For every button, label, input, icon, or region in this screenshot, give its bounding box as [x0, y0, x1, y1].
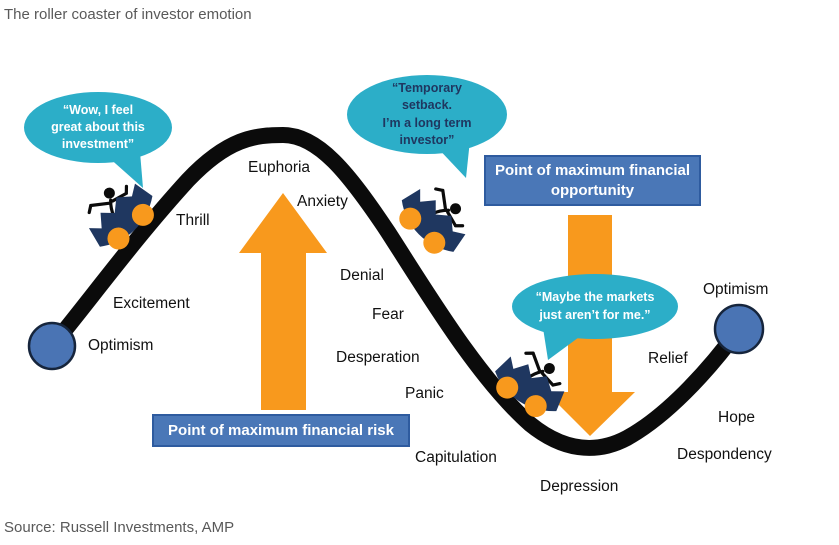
- label-relief: Relief: [648, 350, 688, 367]
- roller-coaster-cart-bottom: [483, 338, 579, 428]
- label-fear: Fear: [372, 306, 404, 323]
- bubble-line: “Maybe the markets: [535, 290, 655, 305]
- label-despondency: Despondency: [677, 446, 772, 463]
- bubble-line: investment”: [61, 137, 135, 152]
- label-anxiety: Anxiety: [297, 193, 348, 210]
- cycle-end-circle: [713, 303, 765, 355]
- max-risk-callout: Point of maximum financial risk: [152, 414, 410, 447]
- label-hope: Hope: [718, 409, 756, 426]
- speech-bubble-giving-up: “Maybe the markets just aren’t for me.”: [512, 274, 678, 339]
- label-denial: Denial: [340, 267, 384, 284]
- up-arrow: [239, 193, 327, 410]
- source-attribution: Source: Russell Investments, AMP: [4, 519, 235, 536]
- label-capitulation: Capitulation: [415, 449, 497, 466]
- label-optimism-right: Optimism: [703, 281, 769, 298]
- bubble-line: investor”: [399, 132, 455, 147]
- max-opportunity-callout: Point of maximum financial opportunity: [484, 155, 701, 206]
- bubble-line: just aren’t for me.”: [539, 307, 651, 322]
- speech-bubble-long-term: “Temporary setback. I’m a long term inve…: [347, 75, 507, 154]
- bubble-line: setback.: [401, 98, 453, 113]
- label-panic: Panic: [405, 385, 444, 402]
- bubble-line: “Temporary: [392, 81, 462, 95]
- bubble-line: great about this: [51, 119, 145, 134]
- cycle-start-circle: [27, 321, 77, 371]
- page-title: The roller coaster of investor emotion: [4, 6, 252, 23]
- label-excitement: Excitement: [113, 295, 190, 312]
- label-optimism-left: Optimism: [88, 337, 154, 354]
- market-cycle-curve: [44, 126, 747, 456]
- speech-bubble-optimistic: “Wow, I feel great about this investment…: [24, 92, 172, 163]
- bubble-line: I’m a long term: [382, 115, 472, 130]
- roller-coaster-cart-climbing: [72, 167, 167, 262]
- label-depression: Depression: [540, 478, 619, 495]
- bubble-line: “Wow, I feel: [62, 102, 134, 117]
- label-euphoria: Euphoria: [248, 159, 311, 176]
- label-thrill: Thrill: [176, 212, 210, 229]
- label-desperation: Desperation: [336, 349, 420, 366]
